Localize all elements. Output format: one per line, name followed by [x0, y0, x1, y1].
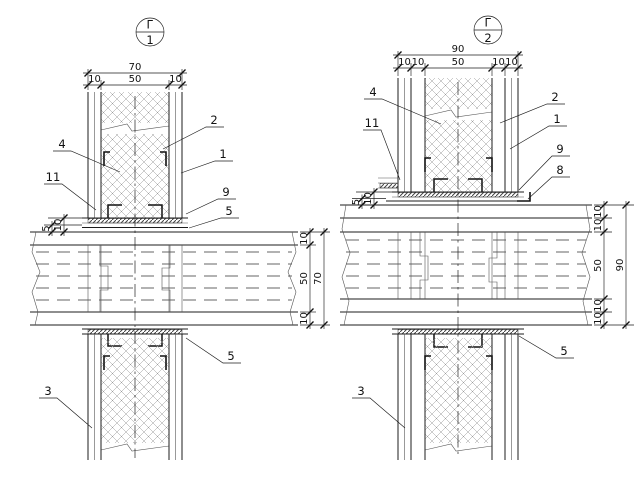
detail-1-top-dimensions: 70 10 50 10 [83, 62, 187, 90]
dim-label: 10 [593, 219, 604, 232]
detail-2-callouts: 4 2 11 1 9 8 5 3 [352, 85, 574, 429]
dim-label: 5 [41, 225, 52, 231]
callout-label: 8 [556, 163, 563, 177]
step-break-line [99, 245, 109, 312]
detail-marker-number: 2 [484, 31, 491, 45]
callout-label: 4 [58, 137, 65, 151]
detail-1-floor-slab [30, 231, 298, 326]
joint-plate [397, 329, 519, 335]
detail-2-floor-slab [340, 204, 592, 326]
detail-2-upper-wall [378, 78, 519, 192]
dim-label: 10 [593, 299, 604, 312]
dim-label: 50 [299, 272, 310, 285]
tie-hook [486, 355, 493, 370]
detail-2-marker: Г 2 [473, 16, 503, 45]
tie-hook [103, 355, 110, 370]
anchor-angle [433, 178, 448, 192]
callout-label: 5 [227, 349, 234, 363]
dim-label: 10 [492, 57, 505, 68]
detail-2-lower-wall [397, 334, 519, 460]
anchor-angle [468, 178, 483, 192]
dim-label: 70 [313, 272, 324, 285]
dim-label: 10 [505, 57, 518, 68]
detail-1: Г 1 70 10 50 10 [30, 18, 330, 460]
step-break-line [488, 232, 498, 299]
slab-end-break [581, 204, 591, 326]
break-line [424, 109, 493, 118]
callout-label: 1 [553, 112, 560, 126]
step-break-line [161, 245, 171, 312]
slab-end-break [287, 231, 297, 326]
detail-marker-letter: Г [484, 16, 491, 30]
callout-label: 9 [222, 185, 229, 199]
joint-plate [379, 183, 399, 189]
slab-end-break [341, 204, 351, 326]
callout-label: 1 [219, 147, 226, 161]
detail-marker-letter: Г [146, 18, 153, 32]
dim-label: 10 [169, 74, 182, 85]
detail-2-right-dimensions: 10 10 50 10 10 90 [593, 201, 634, 329]
insulation-hatch [425, 78, 492, 192]
callout-label: 2 [210, 113, 217, 127]
tie-hook [424, 157, 431, 172]
dim-label: 50 [452, 57, 465, 68]
dim-label: 10 [398, 57, 411, 68]
detail-2: Г 2 90 10 10 50 10 10 [340, 16, 634, 460]
tie-hook [424, 355, 431, 370]
detail-1-marker: Г 1 [135, 18, 165, 47]
tie-hook [160, 355, 167, 370]
callout-label: 4 [369, 85, 376, 99]
dim-label: 90 [452, 44, 465, 55]
callout-label: 5 [225, 204, 232, 218]
dim-label: 10 [363, 192, 374, 205]
anchor-angle [148, 204, 163, 218]
detail-1-callouts: 2 4 1 11 9 5 5 3 [39, 113, 241, 429]
dim-label: 10 [412, 57, 425, 68]
callout-label: 3 [357, 384, 364, 398]
break-line [100, 123, 170, 132]
step-break-line [419, 232, 429, 299]
support-angle [517, 192, 531, 202]
dim-label: 90 [615, 259, 626, 272]
callout-label: 5 [560, 344, 567, 358]
dim-label: 10 [53, 219, 64, 232]
tie-hook [486, 157, 493, 172]
dim-label: 10 [593, 312, 604, 325]
tie-hook [160, 151, 167, 166]
detail-1-right-dimensions: 10 50 10 70 [299, 228, 330, 329]
anchor-angle [107, 204, 122, 218]
insulation-hatch [425, 338, 492, 454]
tie-hook [103, 151, 110, 166]
dim-label: 10 [593, 205, 604, 218]
dim-label: 10 [299, 312, 310, 325]
dim-label: 5 [351, 199, 362, 205]
callout-label: 11 [46, 170, 61, 184]
dim-label: 10 [299, 232, 310, 245]
break-line [100, 443, 170, 452]
dim-label: 70 [129, 62, 142, 73]
detail-marker-number: 1 [146, 33, 153, 47]
dim-label: 10 [88, 74, 101, 85]
callout-label: 11 [365, 116, 380, 130]
detail-2-top-dimensions: 90 10 10 50 10 10 [393, 44, 523, 76]
detail-2-left-dimensions: 10 5 [351, 188, 392, 209]
callout-label: 2 [551, 90, 558, 104]
dim-label: 50 [129, 74, 142, 85]
detail-1-left-dimensions: 10 5 [41, 214, 82, 236]
callout-label: 3 [44, 384, 51, 398]
dim-label: 50 [593, 259, 604, 272]
break-line [424, 443, 493, 452]
slab-end-break [31, 231, 41, 326]
callout-label: 9 [556, 142, 563, 156]
